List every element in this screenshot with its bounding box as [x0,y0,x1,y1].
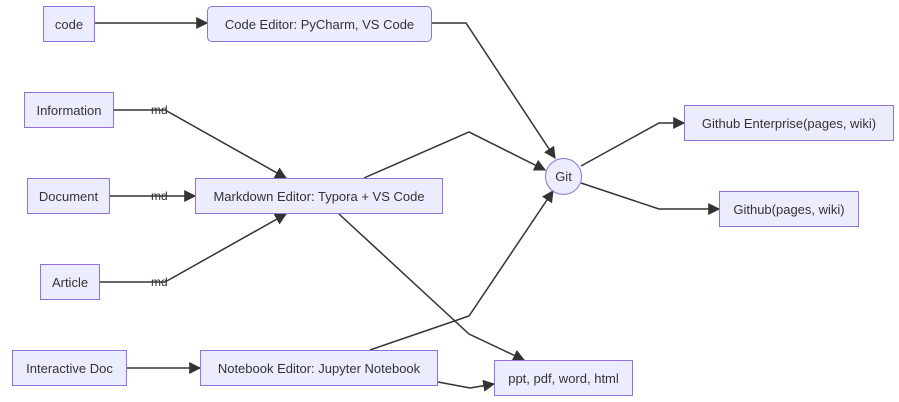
edge-label-article-md: md [151,275,168,289]
node-interactive-doc: Interactive Doc [12,350,127,386]
edge-markdown-editor-to-git [363,131,547,179]
edge-git-to-github [580,182,721,215]
node-article: Article [40,264,100,300]
edge-markdown-editor-to-formats [338,213,526,361]
node-github-enterprise: Github Enterprise(pages, wiki) [684,105,894,141]
edge-label-document-md: md [151,189,168,203]
node-code: code [43,6,95,42]
edge-code-editor-to-git [432,22,556,160]
node-github: Github(pages, wiki) [719,191,859,227]
node-information: Information [24,92,114,128]
node-formats: ppt, pdf, word, html [494,360,633,396]
node-code-editor: Code Editor: PyCharm, VS Code [207,6,432,42]
node-markdown-editor: Markdown Editor: Typora + VS Code [195,178,443,214]
node-notebook-editor: Notebook Editor: Jupyter Notebook [200,350,438,386]
node-document: Document [27,178,110,214]
node-git: Git [545,158,582,195]
edge-notebook-editor-to-git [369,190,554,351]
edge-git-to-github-enterprise [580,117,686,167]
edge-label-information-md: md [151,103,168,117]
edge-information-to-markdown-editor [114,109,288,179]
edge-notebook-editor-to-formats [437,379,496,392]
edge-article-to-markdown-editor [100,213,288,283]
